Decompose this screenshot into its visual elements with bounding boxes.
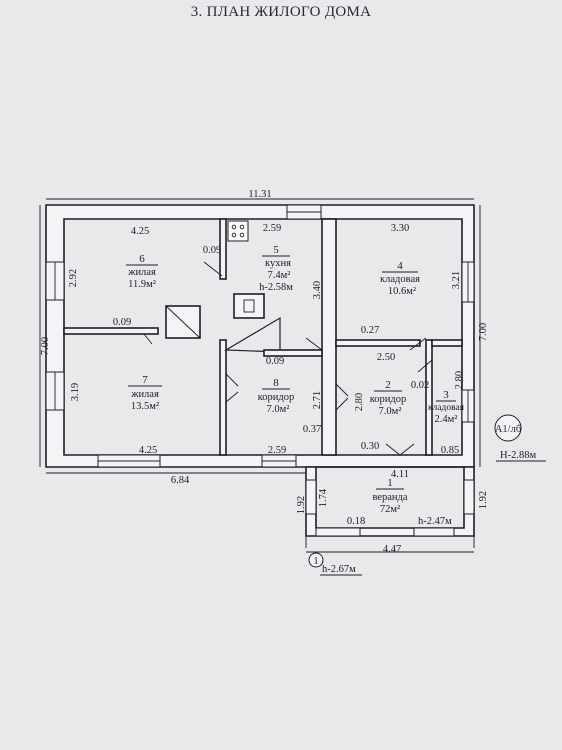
room-3-number: 3	[443, 389, 449, 401]
dim-r7-height: 3.19	[70, 383, 81, 401]
room-6-name: жилая	[127, 267, 156, 278]
room-2-number: 2	[385, 379, 391, 391]
room-8-number: 8	[273, 377, 279, 389]
dim-kitchen-height: 3.40	[312, 281, 323, 299]
dim-veranda-side-left-inner: 1.74	[318, 488, 329, 507]
dim-thickness-c: 0.09	[266, 356, 284, 367]
dim-veranda-width: 4.47	[383, 544, 401, 555]
windows	[45, 204, 475, 468]
dim-overall-width: 11.31	[248, 189, 271, 200]
point-one-circle	[308, 552, 324, 568]
room-6-number: 6	[139, 253, 145, 265]
room-3-name: кладовая	[428, 403, 465, 413]
room-5-area: 7.4м²	[268, 270, 291, 281]
dim-kitchen-width: 2.59	[263, 223, 281, 234]
dim-r3-width: 0.85	[441, 445, 459, 456]
dim-r4-height: 3.21	[451, 271, 462, 289]
dim-veranda-inner: 4.11	[391, 469, 409, 480]
room-8-name: коридор	[258, 392, 295, 403]
dim-thickness-a: 0.09	[203, 245, 221, 256]
section-mark-label: А1/лб	[495, 424, 521, 435]
dim-r6-width: 4.25	[131, 226, 149, 237]
dim-thickness-002: 0.02	[411, 380, 429, 391]
point-one-height: h-2.67м	[322, 564, 356, 575]
dim-bottom-left-width: 6.84	[171, 475, 190, 486]
dim-thickness-b: 0.09	[113, 317, 131, 328]
dim-r4-width: 3.30	[391, 223, 409, 234]
dim-corr8-height: 2.71	[312, 391, 323, 409]
dimension-lines	[39, 198, 481, 553]
room-3-area: 2.4м²	[435, 414, 458, 425]
room-1-height: h-2.47м	[418, 516, 452, 527]
room-7-name: жилая	[130, 389, 159, 400]
dim-veranda-side-left-outer: 1.92	[296, 496, 307, 514]
room-1-name: веранда	[372, 492, 407, 503]
dim-corr8-width: 2.59	[268, 445, 286, 456]
dim-r7-width: 4.25	[139, 445, 157, 456]
dim-thickness-030: 0.30	[361, 441, 379, 452]
room-5-height: h-2.58м	[259, 282, 293, 293]
dim-overall-height-left: 7.00	[40, 337, 51, 355]
plan-title: 3. ПЛАН ЖИЛОГО ДОМА	[190, 4, 372, 20]
dim-veranda-side-right: 1.92	[478, 491, 489, 509]
room-1-area: 72м²	[380, 504, 400, 515]
dim-corr2-width: 2.50	[377, 352, 395, 363]
exterior-walls	[45, 204, 475, 468]
dim-thickness-037: 0.37	[303, 424, 321, 435]
dim-r3-height: 2.80	[454, 371, 465, 389]
room-5-number: 5	[273, 244, 279, 256]
section-mark-circle	[494, 414, 522, 442]
room-7-area: 13.5м²	[131, 401, 159, 412]
door-marks	[143, 261, 433, 456]
veranda	[305, 466, 475, 548]
room-2-area: 7.0м²	[379, 406, 402, 417]
room-1-number: 1	[387, 477, 393, 489]
room-4-area: 10.6м²	[388, 286, 416, 297]
room-4-number: 4	[397, 260, 403, 272]
interior-walls	[63, 218, 463, 456]
room-6-area: 11.9м²	[128, 279, 156, 290]
dim-veranda-step: 0.18	[347, 516, 365, 527]
room-7-number: 7	[142, 374, 148, 386]
house-height-label: Н-2.88м	[500, 450, 536, 461]
room-4-name: кладовая	[380, 274, 420, 285]
room-5-name: кухня	[265, 258, 291, 269]
dim-r6-height: 2.92	[68, 269, 79, 287]
point-one-label: 1	[313, 556, 318, 567]
room-8-area: 7.0м²	[267, 404, 290, 415]
room-2-name: коридор	[370, 394, 407, 405]
dim-thickness-027: 0.27	[361, 325, 379, 336]
dim-corr2-height: 2.80	[354, 393, 365, 411]
dim-overall-height-right: 7.00	[478, 323, 489, 341]
